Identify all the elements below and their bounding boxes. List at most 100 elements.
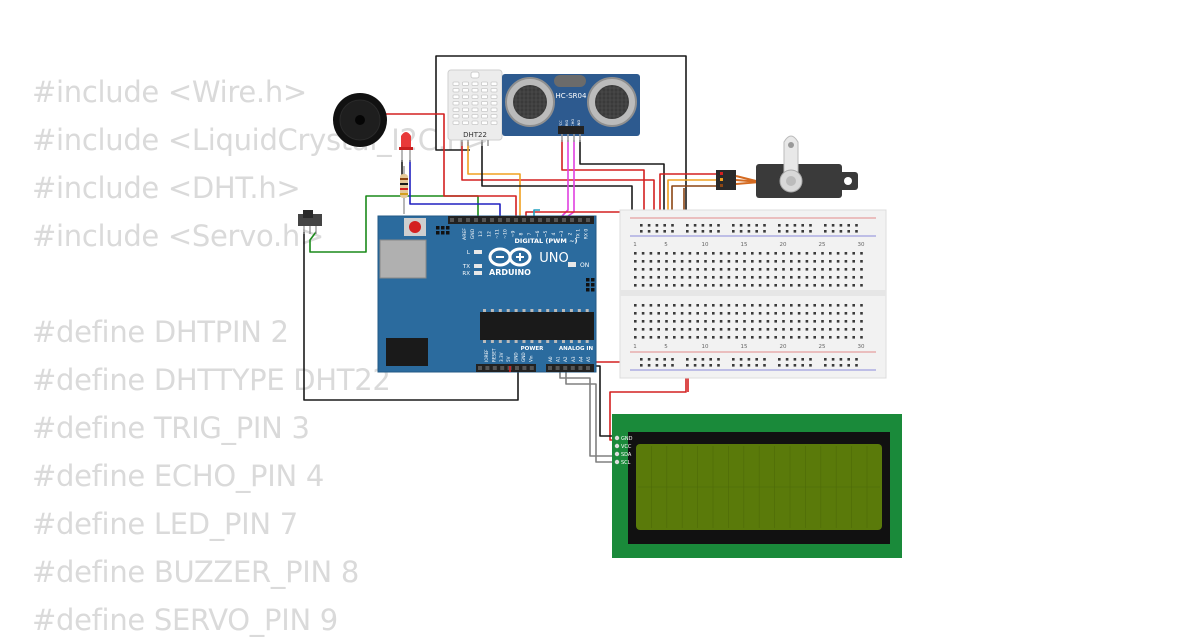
breadboard-column-number: 25 (819, 242, 826, 248)
breadboard-hole (852, 328, 855, 331)
status-led (474, 264, 482, 268)
dht-grille-slot (462, 107, 469, 112)
chip-pin (585, 340, 589, 343)
breadboard-hole (686, 364, 689, 367)
status-led (474, 271, 482, 275)
breadboard-hole (673, 252, 676, 255)
breadboard-hole (797, 276, 801, 279)
chip-pin (506, 340, 510, 343)
breadboard-hole (727, 276, 731, 279)
breadboard-column-number: 25 (819, 344, 826, 350)
arduino-top-pin-label: TX 1 (575, 229, 581, 240)
breadboard-hole (743, 252, 746, 255)
chip-pin (569, 309, 573, 312)
wire-magenta-trig (561, 140, 569, 217)
breadboard-hole (758, 312, 762, 315)
breadboard-hole (688, 284, 692, 287)
breadboard-hole (758, 260, 762, 263)
breadboard-hole (673, 336, 676, 339)
chip-pin (554, 340, 558, 343)
breadboard-hole (680, 320, 684, 323)
header-pin (490, 218, 494, 222)
header-pin (554, 218, 558, 222)
breadboard-hole (758, 320, 762, 323)
breadboard-hole (824, 364, 827, 367)
breadboard-hole (821, 320, 824, 323)
breadboard-hole (855, 230, 858, 233)
breadboard-hole (739, 230, 743, 233)
breadboard-hole (735, 268, 738, 271)
breadboard-hole (655, 358, 659, 361)
breadboard-hole (813, 312, 816, 315)
breadboard-hole (634, 268, 637, 271)
breadboard-column-number: 10 (702, 242, 709, 248)
breadboard-hole (657, 276, 660, 279)
breadboard-hole (727, 336, 731, 339)
breadboard-hole (696, 304, 699, 307)
header-pin (450, 218, 454, 222)
arduino-top-pin-label: 8 (519, 232, 525, 235)
breadboard-hole (847, 364, 850, 367)
breadboard-hole (747, 230, 751, 233)
breadboard-hole (663, 358, 666, 361)
breadboard-hole (829, 268, 832, 271)
breadboard-hole (829, 336, 832, 339)
arduino-top-pin-label: 13 (478, 231, 484, 237)
breadboard-hole (735, 252, 738, 255)
breadboard-hole (778, 224, 781, 227)
breadboard-column-number: 15 (741, 344, 748, 350)
breadboard-hole (847, 230, 850, 233)
breadboard-hole (665, 260, 668, 263)
breadboard-hole (671, 230, 674, 233)
breadboard-hole (790, 268, 793, 271)
breadboard-hole (665, 276, 668, 279)
breadboard-hole (829, 328, 832, 331)
breadboard-hole (704, 252, 707, 255)
arduino-top-pin-label: 7 (527, 232, 533, 235)
hc-sr04-pin-label: GND (577, 120, 581, 128)
breadboard-hole (813, 284, 816, 287)
breadboard-hole (831, 358, 835, 361)
wire-gray-sda (559, 372, 618, 457)
breadboard-hole (739, 224, 743, 227)
breadboard-hole (701, 364, 705, 367)
chip-pin (546, 309, 550, 312)
arduino-top-pin-label: ~6 (535, 231, 541, 238)
breadboard-hole (663, 224, 666, 227)
breadboard-hole (774, 276, 777, 279)
breadboard-hole (688, 336, 692, 339)
breadboard-hole (797, 304, 801, 307)
icsp-pin (436, 231, 440, 235)
breadboard-hole (709, 224, 712, 227)
breadboard-hole (657, 328, 660, 331)
breadboard-column-number: 20 (780, 242, 787, 248)
icsp-pin (591, 283, 595, 287)
breadboard-hole (655, 364, 659, 367)
breadboard-hole (766, 276, 770, 279)
breadboard-hole (774, 252, 777, 255)
breadboard-hole (785, 364, 789, 367)
chip-pin (546, 340, 550, 343)
breadboard-hole (785, 230, 789, 233)
breadboard-hole (839, 358, 843, 361)
breadboard-hole (774, 284, 777, 287)
status-led-label: TX (462, 264, 470, 270)
breadboard-hole (839, 364, 843, 367)
breadboard-hole (785, 358, 789, 361)
arduino-top-pin-label: ~10 (503, 229, 509, 239)
arduino-top-pin-label: RX 0 (584, 229, 590, 240)
breadboard-hole (701, 358, 705, 361)
header-pin (563, 366, 568, 370)
breadboard-hole (751, 260, 754, 263)
breadboard-hole (641, 276, 645, 279)
breadboard-hole (647, 230, 651, 233)
dht-grille-slot (462, 81, 469, 86)
arduino-top-pin-label: 12 (486, 231, 492, 237)
breadboard-hole (751, 312, 754, 315)
breadboard-hole (790, 320, 793, 323)
breadboard-hole (852, 336, 855, 339)
breadboard-hole (793, 358, 797, 361)
chip-pin (514, 309, 518, 312)
breadboard-hole (704, 304, 707, 307)
